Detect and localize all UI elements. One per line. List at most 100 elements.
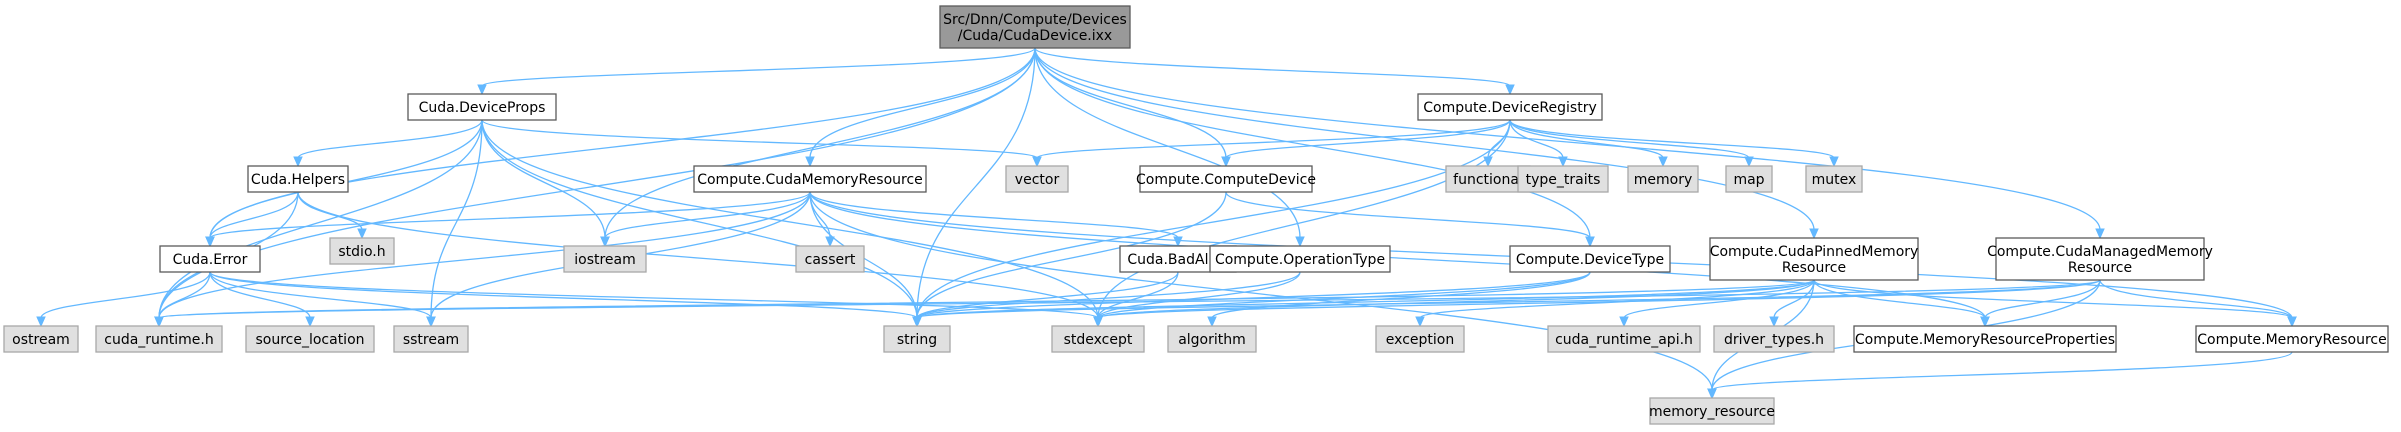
edge-line [1509,119,1835,159]
node-map: map [1725,165,1773,193]
edge-compute_cudamanagedmemoryresource-to-stdexcept [1093,279,2101,328]
edge-line [1623,279,1815,319]
node-box [1167,325,1257,353]
arrow-head-icon [1619,316,1629,328]
node-label: type_traits [1526,172,1601,188]
edge-line [481,119,1099,319]
node-compute_deviceregistry[interactable]: Compute.DeviceRegistry [1417,93,1603,121]
node-cuda_helpers[interactable]: Cuda.Helpers [247,165,349,193]
node-stdio_h: stdio.h [329,237,395,265]
edge-compute_deviceregistry-to-mutex [1509,119,1839,168]
arrow-head-icon [1707,388,1717,400]
node-label: Src/Dnn/Compute/Devices [943,12,1127,28]
edge-line [1813,279,1986,319]
node-box [1051,325,1145,353]
edge-compute_deviceregistry-to-compute_computedevice [1221,119,1511,168]
node-compute_devicetype[interactable]: Compute.DeviceType [1509,245,1671,273]
node-box [795,245,865,273]
edge-line [1813,279,2293,319]
node-ostream: ostream [3,325,79,353]
node-compute_cudamemoryresource[interactable]: Compute.CudaMemoryResource [693,165,927,193]
node-memory_resource: memory_resource [1649,397,1775,425]
edge-root-to-compute_cudamanagedmemoryresource [1034,47,2105,240]
node-label: Compute.CudaMemoryResource [697,172,923,188]
node-root[interactable]: Src/Dnn/Compute/Devices/Cuda/CudaDevice.… [939,5,1131,49]
edge-line [2099,279,2293,319]
edge-root-to-compute_devicetype [1034,47,1595,248]
edge-root-to-cuda_deviceprops [477,47,1036,96]
edge-line [604,191,811,239]
node-box [1209,245,1391,273]
edge-cuda_error-to-source_location [209,271,315,328]
node-label: Compute.CudaManagedMemory [1987,244,2213,260]
edge-compute_cudapinnedmemoryresource-to-driver_types_h [1769,279,1815,328]
edge-cuda_error-to-stdexcept [209,271,1103,328]
node-label: Compute.OperationType [1215,252,1385,268]
node-compute_memoryresource[interactable]: Compute.MemoryResource [2195,325,2389,353]
edge-line [209,271,432,319]
node-compute_memoryresourceproperties[interactable]: Compute.MemoryResourceProperties [1853,325,2117,353]
edge-root-to-compute_cudamemoryresource [805,47,1036,168]
nodes-layer: Src/Dnn/Compute/Devices/Cuda/CudaDevice.… [3,5,2389,425]
node-label: stdio.h [338,244,385,260]
node-box [159,245,261,273]
arrow-head-icon [357,228,367,240]
edge-line [1034,47,1227,159]
node-cuda_deviceprops[interactable]: Cuda.DeviceProps [407,93,557,121]
node-label: map [1733,172,1764,188]
node-label: Cuda.Helpers [251,172,345,188]
arrow-head-icon [600,236,610,248]
arrow-head-icon [1505,84,1515,96]
node-box [563,245,647,273]
edge-compute_devicetype-to-algorithm [1207,271,1591,328]
node-cuda_error[interactable]: Cuda.Error [159,245,261,273]
edge-line [158,279,2101,319]
arrow-head-icon [1585,236,1595,248]
node-label: functional [1453,172,1523,188]
edge-line [1509,119,1664,159]
node-label: string [897,332,937,348]
edge-line [1036,119,1511,159]
edge-line [209,271,918,319]
node-box [1627,165,1699,193]
edge-line [1711,351,2293,391]
arrow-head-icon [1032,156,1042,168]
arrow-head-icon [1809,228,1819,240]
edge-line [1097,271,1301,319]
edge-cuda_error-to-string [209,271,922,328]
node-box [1517,165,1609,193]
edge-line [1225,191,1591,239]
edge-line [481,47,1036,87]
edge-line [916,271,1301,319]
node-label: iostream [574,252,636,268]
node-label: Resource [1782,260,1846,276]
edge-line [1034,47,1815,231]
node-label: source_location [255,332,364,348]
node-compute_computedevice[interactable]: Compute.ComputeDevice [1136,165,1316,193]
node-algorithm: algorithm [1167,325,1257,353]
arrow-head-icon [477,84,487,96]
node-box [329,237,395,265]
edge-line [1097,119,1511,319]
edge-line [1773,279,1815,319]
edge-line [916,191,1227,319]
edge-line [1034,47,1511,87]
arrow-head-icon [2287,316,2297,328]
arrow-head-icon [825,236,835,248]
arrow-head-icon [1295,236,1305,248]
node-vector: vector [1005,165,1069,193]
edge-line [1225,119,1511,159]
edge-line [158,119,483,319]
edge-line [1034,47,1591,239]
arrow-head-icon [912,316,922,328]
edge-compute_computedevice-to-compute_devicetype [1225,191,1595,248]
node-label: exception [1386,332,1454,348]
node-label: cuda_runtime.h [104,332,214,348]
node-compute_operationtype[interactable]: Compute.OperationType [1209,245,1391,273]
edge-line [1211,271,1591,319]
edge-compute_cudamanagedmemoryresource-to-cuda_runtime_h [154,279,2101,328]
node-box [247,165,349,193]
